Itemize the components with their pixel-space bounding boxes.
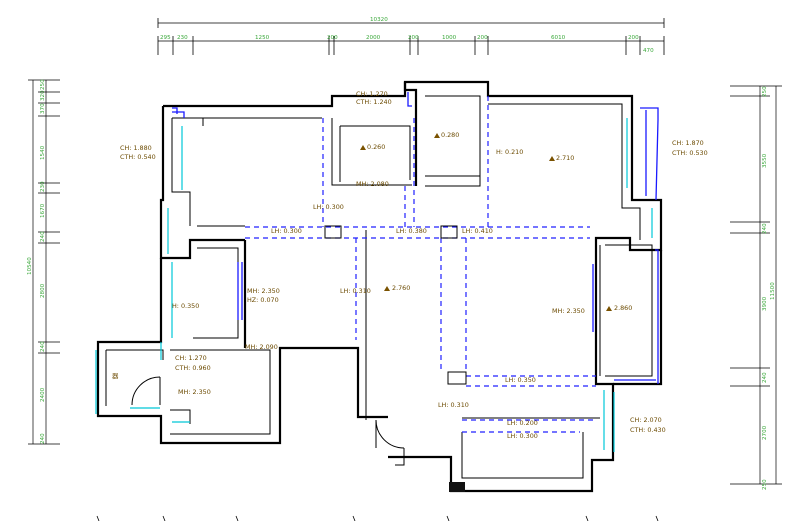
top-dim-5: 2000 [366, 35, 381, 41]
left-dim-5: 230 [40, 181, 46, 192]
right-dim-7: 250 [762, 479, 768, 490]
left-dim-11: 240 [40, 433, 46, 444]
bottom-ticks [96, 515, 659, 521]
top-dim-7: 1000 [442, 35, 457, 41]
top-total-dimension: 10320 [370, 17, 388, 23]
left-dim-10: 2400 [40, 387, 46, 402]
level-2710: 2.710 [556, 154, 574, 162]
note-lh-0310: LH: 0.310 [340, 287, 371, 295]
note-lh-0380: LH: 0.380 [396, 227, 427, 235]
note-lh-0350: LH: 0.350 [505, 376, 536, 384]
level-markers [360, 133, 612, 311]
note-ch-2070: CH: 2.070 [630, 416, 662, 424]
left-dim-3: 370 [40, 103, 46, 114]
left-total-dimension: 10540 [27, 257, 33, 275]
doors [131, 376, 405, 466]
interior-walls [105, 95, 653, 479]
note-hz-0070: HZ: 0.070 [247, 296, 279, 304]
note-ch-1270-bottom: CH: 1.270 [175, 354, 207, 362]
exterior-walls [96, 80, 663, 493]
note-lh-0200: LH: 0.200 [507, 419, 538, 427]
top-dim-3: 1250 [255, 35, 270, 41]
note-cth-0530: CTH: 0.530 [672, 149, 708, 157]
top-dim-11: 470 [643, 48, 654, 54]
top-dimension-chain: 10320 295 230 1250 200 2000 200 1000 200… [157, 17, 665, 55]
note-ch-1880: CH: 1.880 [120, 144, 152, 152]
top-dim-8: 200 [477, 35, 488, 41]
note-cth-0540: CTH: 0.540 [120, 153, 156, 161]
top-dim-9: 6010 [551, 35, 566, 41]
right-dim-5: 240 [762, 372, 768, 383]
ceiling-dash-lines [245, 96, 596, 433]
top-dim-10: 200 [628, 35, 639, 41]
right-total-dimension: 11500 [770, 282, 776, 300]
note-cth-1240: CTH: 1.240 [356, 98, 392, 106]
right-dim-2: 3550 [762, 153, 768, 168]
right-dim-4: 3900 [762, 296, 768, 311]
level-0280: 0.280 [441, 131, 459, 139]
window-lines [95, 118, 653, 452]
right-dim-6: 2700 [762, 425, 768, 440]
top-dim-1: 295 [160, 35, 171, 41]
top-dim-6: 200 [408, 35, 419, 41]
note-mh-2080-top: MH: 2.080 [356, 180, 389, 188]
left-dim-7: 240 [40, 231, 46, 242]
annotations: CH: 1.880 CTH: 0.540 CH: 1.270 CTH: 1.24… [112, 90, 708, 440]
level-2860: 2.860 [614, 304, 632, 312]
window-frames [172, 92, 659, 384]
note-cth-0430: CTH: 0.430 [630, 426, 666, 434]
right-dimension-chain: 11500 250 3550 240 3900 240 2700 250 [730, 85, 782, 490]
note-h-0350: H: 0.350 [172, 302, 199, 310]
left-dim-9: 240 [40, 341, 46, 352]
level-0260: 0.260 [367, 143, 385, 151]
note-h-0210: H: 0.210 [496, 148, 523, 156]
note-lh-0300-a: LH: 0.300 [313, 203, 344, 211]
columns [324, 225, 467, 492]
note-lh-0410: LH: 0.410 [462, 227, 493, 235]
note-small-fixture: 器 [112, 372, 119, 380]
left-dim-1: 250 [40, 79, 46, 90]
left-dim-4: 1540 [40, 145, 46, 160]
note-mh-2350-left: MH: 2.350 [247, 287, 280, 295]
note-lh-0300-b: LH: 0.300 [271, 227, 302, 235]
note-cth-0960: CTH: 0.960 [175, 364, 211, 372]
note-ch-1270-top: CH: 1.270 [356, 90, 388, 98]
left-dimension-chain: 10540 250 320 370 1540 230 1670 240 2800… [27, 79, 60, 445]
left-dim-6: 1670 [40, 203, 46, 218]
note-mh-2350-bottom: MH: 2.350 [178, 388, 211, 396]
left-dim-2: 320 [40, 90, 46, 101]
top-dim-4: 200 [327, 35, 338, 41]
note-ch-1870: CH: 1.870 [672, 139, 704, 147]
note-lh-0310-b: LH: 0.310 [438, 401, 469, 409]
note-lh-0300-c: LH: 0.300 [507, 432, 538, 440]
level-2760: 2.760 [392, 284, 410, 292]
right-dim-1: 250 [762, 86, 768, 97]
note-mh-2350-right: MH: 2.350 [552, 307, 585, 315]
note-mh-2090: MH: 2.090 [245, 343, 278, 351]
left-dim-8: 2800 [40, 283, 46, 298]
right-dim-3: 240 [762, 223, 768, 234]
top-dim-2: 230 [177, 35, 188, 41]
